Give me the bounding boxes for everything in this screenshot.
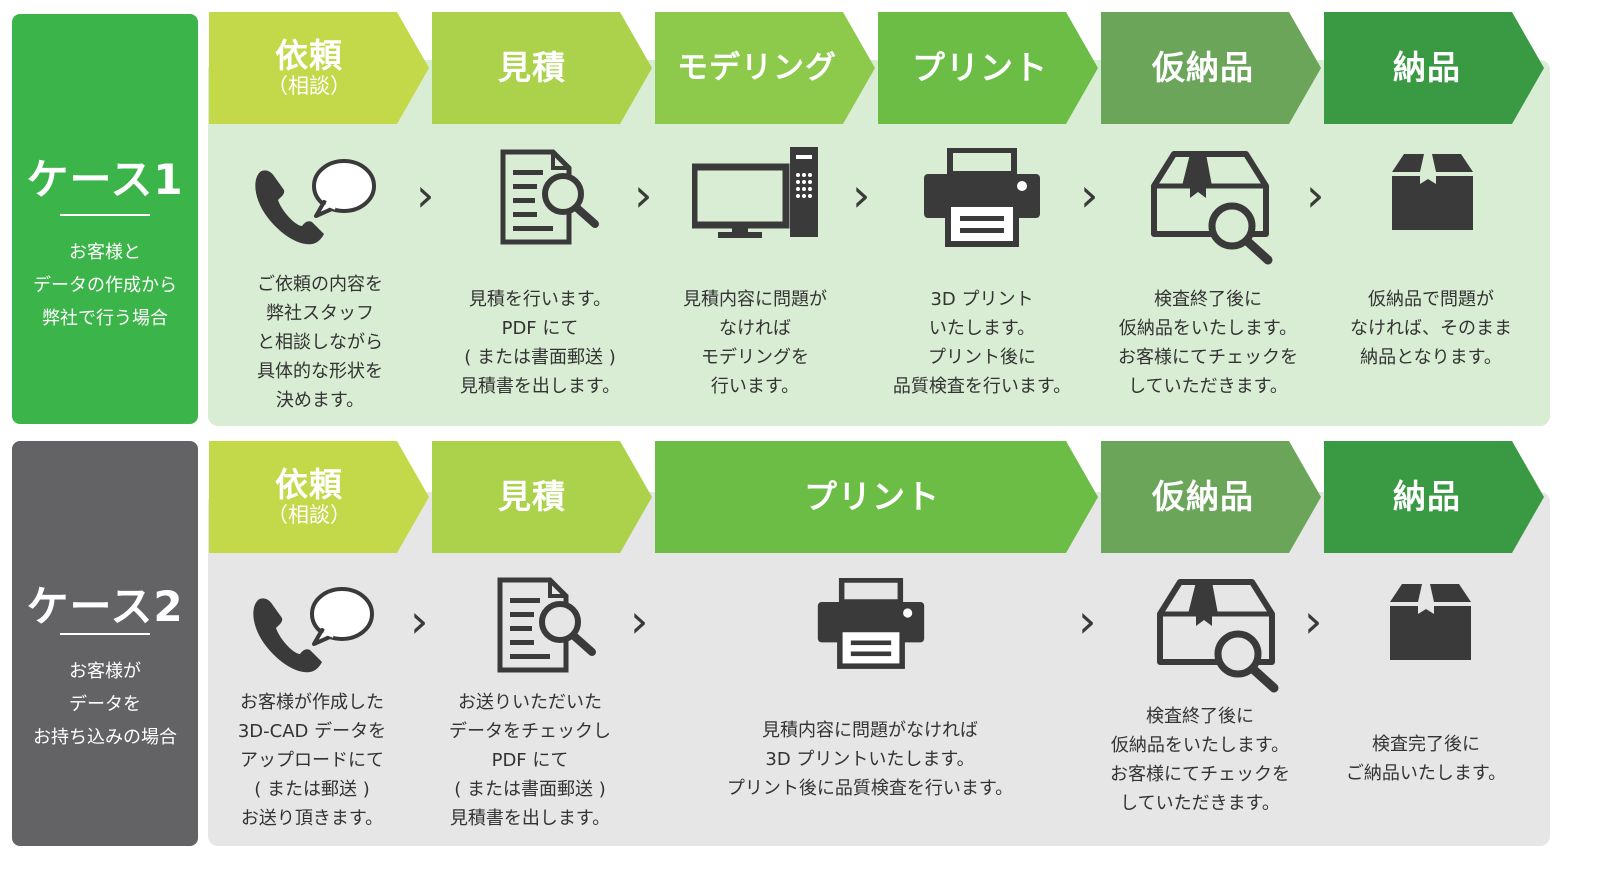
- case2-arrow-4: ›: [1304, 594, 1323, 648]
- case1-arrow-4: ›: [1080, 168, 1099, 222]
- case2-step-delivery-label: 納品: [1393, 477, 1461, 516]
- case2-step-delivery-desc: 検査完了後にご納品いたします。: [1345, 734, 1507, 784]
- case2-step-print-label: プリント: [804, 477, 940, 516]
- phone-chat-icon: [255, 159, 376, 245]
- case2-step-request-sublabel: （相談）: [267, 503, 351, 527]
- case1-step-estimate-desc: 見積を行います。PDF にて( または書面郵送 )見積書を出します。: [459, 289, 621, 397]
- case2-box: ケース2 お客様がデータをお持ち込みの場合: [12, 441, 198, 846]
- case1-step-request-desc: ご依頼の内容を弊社スタッフと相談しながら具体的な形状を決めます。: [257, 274, 383, 411]
- case1-step-print-desc: 3D プリントいたします。プリント後に品質検査を行います。: [892, 289, 1072, 397]
- case1-step-modeling: モデリング: [655, 12, 877, 124]
- case1-step-modeling-label: モデリング: [677, 50, 837, 86]
- case2-step-estimate-label: 見積: [498, 477, 566, 516]
- case1-arrow-2: ›: [634, 168, 653, 222]
- case1-step-request-sublabel: （相談）: [267, 74, 351, 98]
- case2-step-estimate: 見積: [432, 441, 654, 553]
- case1-title: ケース1: [26, 155, 184, 204]
- case1-step-modeling-desc: 見積内容に問題がなければモデリングを行います。: [683, 289, 827, 397]
- case1-step-temp-delivery: 仮納品: [1101, 12, 1323, 124]
- case1-divider: [60, 214, 150, 216]
- case1-step-print-label: プリント: [912, 48, 1048, 87]
- case2-step-request: 依頼（相談）: [209, 441, 431, 553]
- case1-step-request-label: 依頼: [275, 36, 343, 75]
- case1-arrow-3: ›: [852, 168, 871, 222]
- case2-arrow-1: ›: [410, 594, 429, 648]
- case2-title: ケース2: [26, 582, 184, 631]
- box-inspect-icon: [1151, 151, 1273, 265]
- case2-step-print: プリント: [655, 441, 1100, 553]
- case2-step-temp-delivery: 仮納品: [1101, 441, 1323, 553]
- case1-arrow-1: ›: [416, 168, 435, 222]
- case2-step-temp-delivery-label: 仮納品: [1152, 477, 1254, 516]
- case1-step-delivery-label: 納品: [1393, 48, 1461, 87]
- case2-arrow-3: ›: [1078, 594, 1097, 648]
- box-icon: [1390, 584, 1471, 660]
- document-search-icon: [497, 577, 596, 673]
- case1-step-temp-delivery-label: 仮納品: [1152, 48, 1254, 87]
- case2-step-temp-delivery-desc: 検査終了後に仮納品をいたします。お客様にてチェックをしていただきます。: [1110, 706, 1290, 814]
- case1-step-estimate-label: 見積: [498, 48, 566, 87]
- case2-description: お客様がデータをお持ち込みの場合: [33, 661, 177, 748]
- box-inspect-icon: [1157, 579, 1279, 693]
- case1-step-print: プリント: [878, 12, 1100, 124]
- case2-divider: [60, 633, 150, 635]
- phone-chat-icon: [253, 587, 374, 673]
- case1-step-temp-delivery-desc: 検査終了後に仮納品をいたします。お客様にてチェックをしていただきます。: [1118, 289, 1298, 397]
- case1-step-delivery: 納品: [1324, 12, 1546, 124]
- case1-step-estimate: 見積: [432, 12, 654, 124]
- printer-icon: [924, 148, 1040, 247]
- case2-step-request-label: 依頼: [275, 465, 343, 504]
- case1-description: お客様とデータの作成から弊社で行う場合: [33, 242, 177, 329]
- box-icon: [1392, 154, 1473, 230]
- case2-arrow-2: ›: [630, 594, 649, 648]
- printer-icon: [817, 578, 925, 669]
- case1-box: ケース1 お客様とデータの作成から弊社で行う場合: [12, 14, 198, 424]
- case2-step-delivery: 納品: [1324, 441, 1546, 553]
- case1-step-delivery-desc: 仮納品で問題がなければ、そのまま納品となります。: [1350, 289, 1512, 368]
- case1-step-request: 依頼（相談）: [209, 12, 431, 124]
- case1-arrow-5: ›: [1306, 168, 1325, 222]
- document-search-icon: [500, 149, 599, 245]
- computer-icon: [692, 147, 818, 238]
